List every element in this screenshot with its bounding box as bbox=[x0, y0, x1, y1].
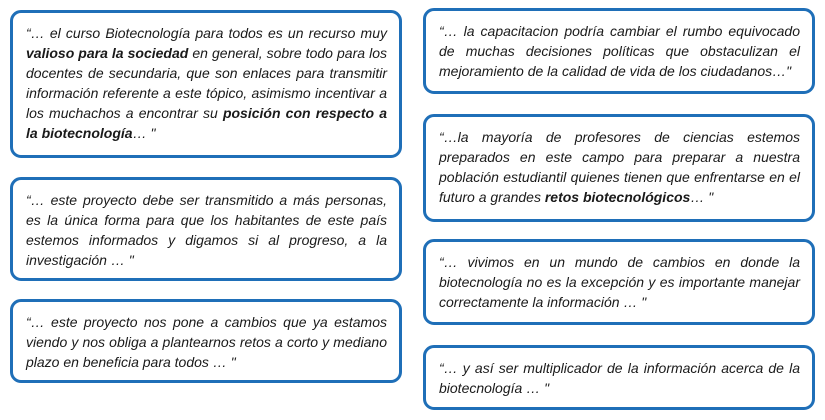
quote-text: “… y así ser multiplicador de la informa… bbox=[439, 360, 800, 396]
quote-box-3: “… este proyecto nos pone a cambios que … bbox=[10, 299, 402, 383]
quote-text: “… este proyecto nos pone a cambios que … bbox=[26, 314, 387, 370]
quote-text: “… vivimos en un mundo de cambios en don… bbox=[439, 254, 800, 310]
quote-text: “…la mayoría de profesores de ciencias e… bbox=[439, 129, 800, 205]
quote-text: … " bbox=[132, 125, 156, 141]
quote-box-5: “…la mayoría de profesores de ciencias e… bbox=[423, 114, 815, 222]
quote-box-6: “… vivimos en un mundo de cambios en don… bbox=[423, 239, 815, 325]
quote-text: “… este proyecto debe ser transmitido a … bbox=[26, 192, 387, 268]
quote-text: “… el curso Biotecnología para todos es … bbox=[26, 25, 387, 41]
quote-emphasis: posición con respecto a la biotecnología bbox=[26, 105, 387, 141]
quote-box-7: “… y así ser multiplicador de la informa… bbox=[423, 345, 815, 410]
quote-box-2: “… este proyecto debe ser transmitido a … bbox=[10, 177, 402, 281]
quote-box-4: “… la capacitacion podría cambiar el rum… bbox=[423, 8, 815, 94]
quote-text: “… la capacitacion podría cambiar el rum… bbox=[439, 23, 800, 79]
quote-emphasis: valioso para la sociedad bbox=[26, 45, 189, 61]
quote-emphasis: retos biotecnológicos bbox=[544, 189, 691, 205]
quote-text: en general, sobre todo para los docentes… bbox=[26, 45, 387, 121]
quote-text: … " bbox=[690, 189, 714, 205]
quote-box-1: “… el curso Biotecnología para todos es … bbox=[10, 10, 402, 158]
